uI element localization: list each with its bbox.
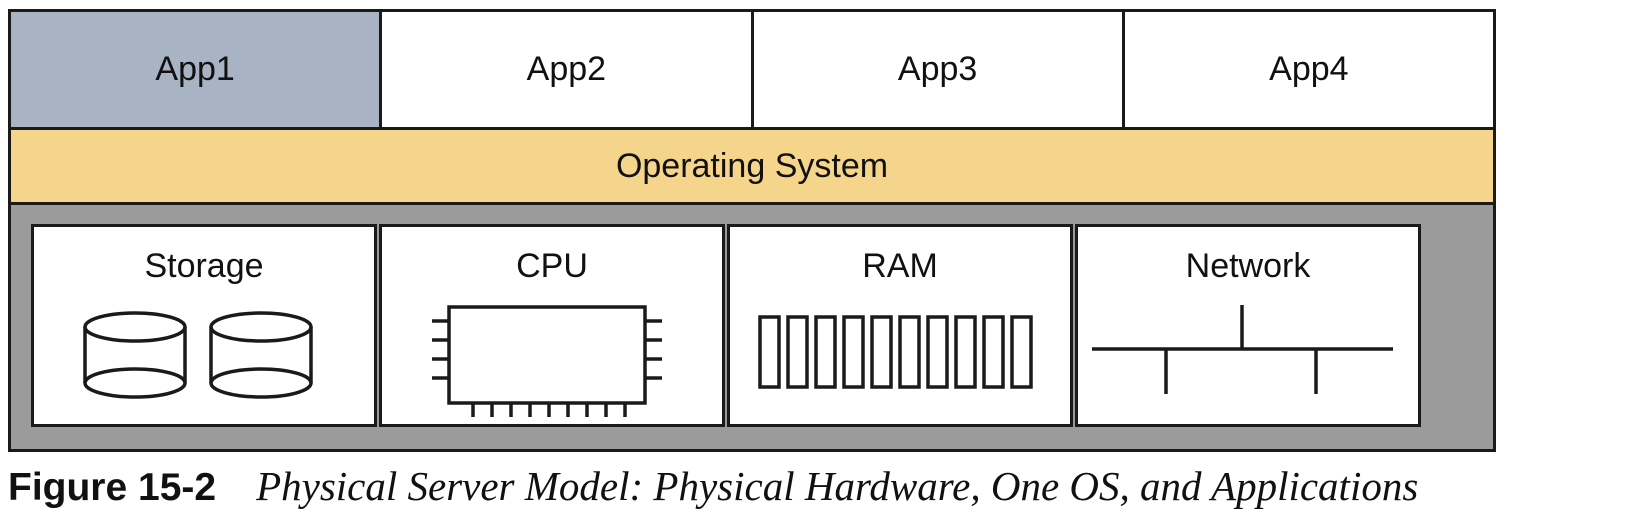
cpu-chip-icon	[432, 305, 662, 417]
cpu-box: CPU	[379, 224, 725, 427]
operating-system-layer: Operating System	[11, 130, 1493, 205]
disk-drives-icon	[83, 311, 313, 399]
figure-title: Physical Server Model: Physical Hardware…	[256, 463, 1419, 509]
figure-number: Figure 15-2	[8, 466, 217, 509]
app-box-2: App2	[382, 12, 754, 127]
hardware-layer: Storage CPU	[11, 205, 1493, 449]
network-box: Network	[1075, 224, 1421, 427]
server-model-diagram: App1 App2 App3 App4 Operating System Sto…	[8, 9, 1496, 452]
network-bus-icon	[1092, 305, 1393, 394]
app-box-1: App1	[11, 12, 383, 127]
app-box-4: App4	[1124, 12, 1493, 127]
ram-box: RAM	[727, 224, 1073, 427]
network-label: Network	[1185, 247, 1311, 285]
applications-row: App1 App2 App3 App4	[11, 12, 1493, 130]
figure-caption: Figure 15-2 Physical Server Model: Physi…	[8, 462, 1628, 518]
storage-box: Storage	[31, 224, 377, 427]
storage-label: Storage	[144, 247, 264, 285]
ram-modules-icon	[758, 315, 1033, 389]
app-box-3: App3	[753, 12, 1125, 127]
ram-label: RAM	[862, 247, 938, 285]
cpu-label: CPU	[516, 247, 588, 285]
